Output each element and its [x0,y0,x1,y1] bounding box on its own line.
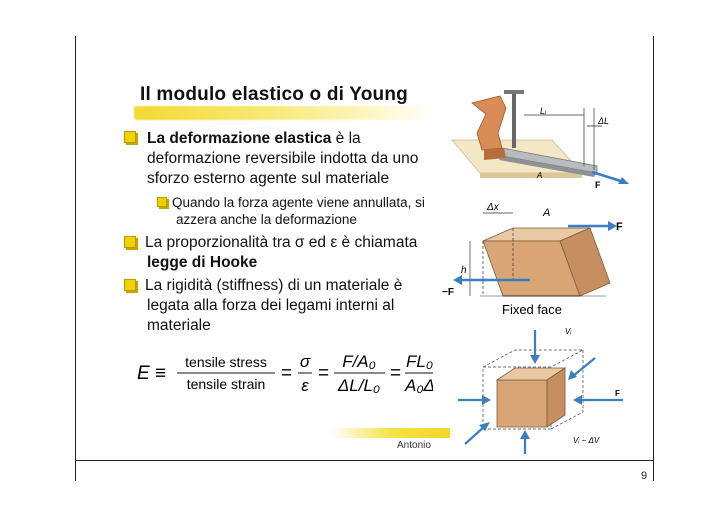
formula-num-3: F/A₀ [342,352,376,371]
footer-highlight [330,428,450,438]
frame-left-border [75,36,76,481]
shear-label-A: A [542,207,550,219]
bullet-marker-1 [124,131,136,143]
formula-den-1: tensile strain [187,376,266,392]
sub-bullet-line-1: Quando la forza agente viene annullata, … [172,195,425,210]
clamp-label-F: F [595,180,601,190]
shear-block-figure: Δx A F h −F Fixed face [442,202,623,317]
formula-eq-2: = [318,363,329,384]
bullet-3-line-2: legata alla forza dei legami interni al [147,297,395,314]
formula-num-1: tensile stress [185,354,267,370]
shear-label-minus-F: −F [442,287,454,298]
formula-den-2: ε [301,376,309,395]
cube-label-Vi: Vᵢ [565,327,572,336]
cube-label-dV: Vᵢ − ΔV [573,436,600,445]
bullet-marker-2 [124,236,136,248]
formula-num-4: FL₀ [406,352,433,371]
formula-den-4: A₀Δ. [404,376,433,395]
cube-label-F: F [615,389,620,398]
bullet-2-line-2: legge di Hooke [147,254,258,271]
sub-bullet-line-2: azzera anche la deformazione [176,212,357,227]
formula-num-2: σ [300,352,311,371]
clamp-label-dL: ΔL [597,116,609,126]
bulk-cube-figure: Vᵢ F Vᵢ − ΔV [458,327,623,454]
tensile-clamp-figure: Lᵢ ΔL A F [451,90,629,190]
page-number: 9 [641,470,648,482]
bullet-marker-3 [124,279,136,291]
frame-right-border [653,36,654,481]
bullet-1-bold: La deformazione elastica [147,130,332,147]
clamp-label-L: Lᵢ [540,106,547,116]
title-highlight [134,106,434,120]
slide-title: Il modulo elastico o di Young [140,84,408,105]
formula-eq-1: = [281,363,292,384]
shear-label-dx: Δx [486,202,500,213]
shear-label-h: h [461,265,467,276]
bullet-3-line-1: La rigidità (stiffness) di un materiale … [145,277,403,294]
shear-label-F: F [616,221,623,233]
bullet-2-line-1: La proporzionalità tra σ ed ε è chiamata [145,234,418,251]
clamp-label-A: A [536,171,542,180]
formula-den-3: ΔL/L₀ [337,376,380,395]
formula-lhs: E ≡ [137,363,166,384]
sub-bullet-marker [157,197,167,207]
bullet-1-line-1: La deformazione elastica è la [147,129,361,148]
young-modulus-formula: E ≡ tensile stress tensile strain = σ ε … [137,352,433,395]
bullet-3-line-3: materiale [147,317,211,334]
bullet-1-line-2: deformazione reversibile indotta da uno [147,150,419,167]
bullet-1-rest: è la [331,130,361,147]
formula-eq-3: = [390,363,401,384]
footer-author: Antonio [397,440,431,451]
bullet-1-line-3: sforzo esterno agente sul materiale [147,170,390,187]
shear-caption: Fixed face [502,302,562,317]
frame-bottom-border [75,460,654,461]
